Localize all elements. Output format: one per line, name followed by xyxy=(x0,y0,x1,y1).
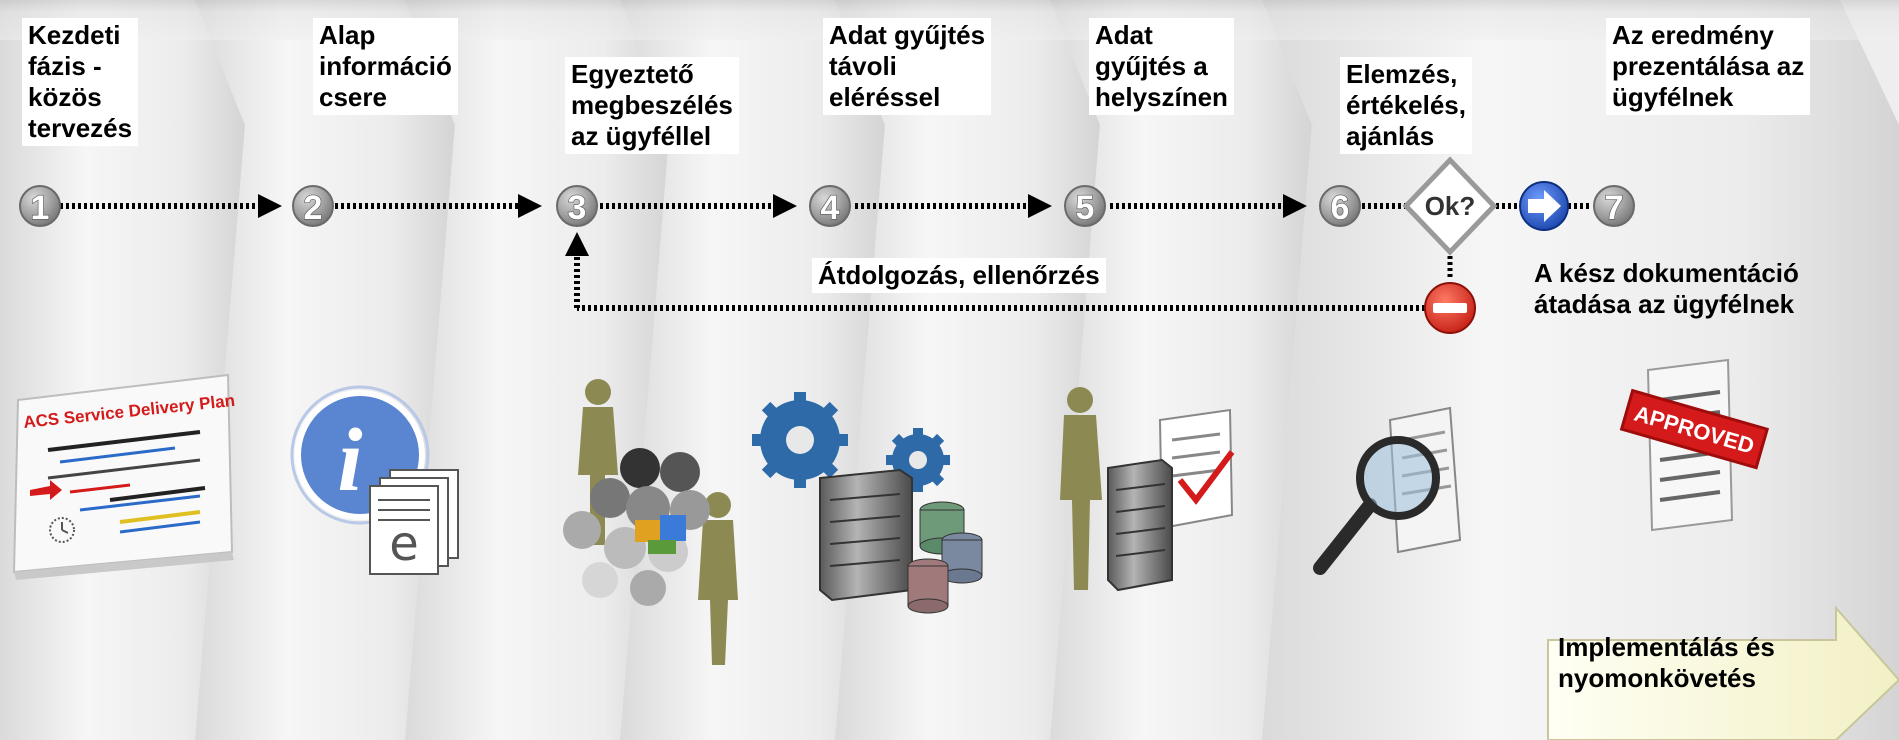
step-title-2: Alap információ csere xyxy=(313,18,458,115)
svg-text:i: i xyxy=(337,411,362,510)
magnifier-document-icon xyxy=(1313,406,1462,575)
implementation-label: Implementálás és nyomonkövetés xyxy=(1558,632,1775,693)
step-title-5: Adat gyűjtés a helyszínen xyxy=(1089,18,1234,115)
step-circles: 1 2 3 4 5 6 7 xyxy=(19,185,1635,228)
step-circle-7: 7 xyxy=(1593,185,1635,228)
step-number-7: 7 xyxy=(1605,189,1624,227)
svg-text:e: e xyxy=(389,516,419,572)
handover-label: A kész dokumentáció átadása az ügyfélnek xyxy=(1534,258,1799,319)
step-number-1: 1 xyxy=(31,189,50,227)
step-circle-3: 3 xyxy=(556,185,598,228)
step-number-6: 6 xyxy=(1331,189,1350,227)
step-number-2: 2 xyxy=(304,189,323,227)
rework-label: Átdolgozás, ellenőrzés xyxy=(812,258,1106,293)
step-title-3: Egyeztető megbeszélés az ügyféllel xyxy=(565,57,739,154)
step-number-5: 5 xyxy=(1076,189,1095,227)
step-circle-2: 2 xyxy=(292,185,334,228)
step-circle-1: 1 xyxy=(19,185,61,228)
step-title-6: Elemzés, értékelés, ajánlás xyxy=(1340,57,1472,154)
implementation-arrow xyxy=(1547,605,1899,740)
step-number-4: 4 xyxy=(821,189,840,227)
step-title-7: Az eredmény prezentálása az ügyfélnek xyxy=(1606,18,1811,115)
gears-database-icon xyxy=(752,392,983,614)
plan-document-icon: ACS Service Delivery Plan xyxy=(12,373,236,580)
step-circle-4: 4 xyxy=(809,185,851,228)
step-circle-6: 6 xyxy=(1319,185,1361,228)
next-arrow-icon xyxy=(1519,181,1569,231)
chevron-7 xyxy=(1262,0,1899,740)
person-server-checklist-icon xyxy=(1060,387,1235,592)
flow-connectors xyxy=(60,194,1592,311)
meeting-people-icon xyxy=(563,379,738,665)
approved-document-icon: APPROVED xyxy=(1619,358,1770,532)
step-circle-5: 5 xyxy=(1064,185,1106,228)
step-title-4: Adat gyűjtés távoli eléréssel xyxy=(823,18,992,115)
decision-diamond xyxy=(1402,156,1498,256)
step-title-1: Kezdeti fázis - közös tervezés xyxy=(22,18,139,146)
decision-label: Ok? xyxy=(1424,191,1476,221)
stop-icon xyxy=(1424,282,1476,334)
step-number-3: 3 xyxy=(568,189,587,227)
chevron-3 xyxy=(405,0,670,740)
info-documents-icon: i e xyxy=(290,385,459,575)
